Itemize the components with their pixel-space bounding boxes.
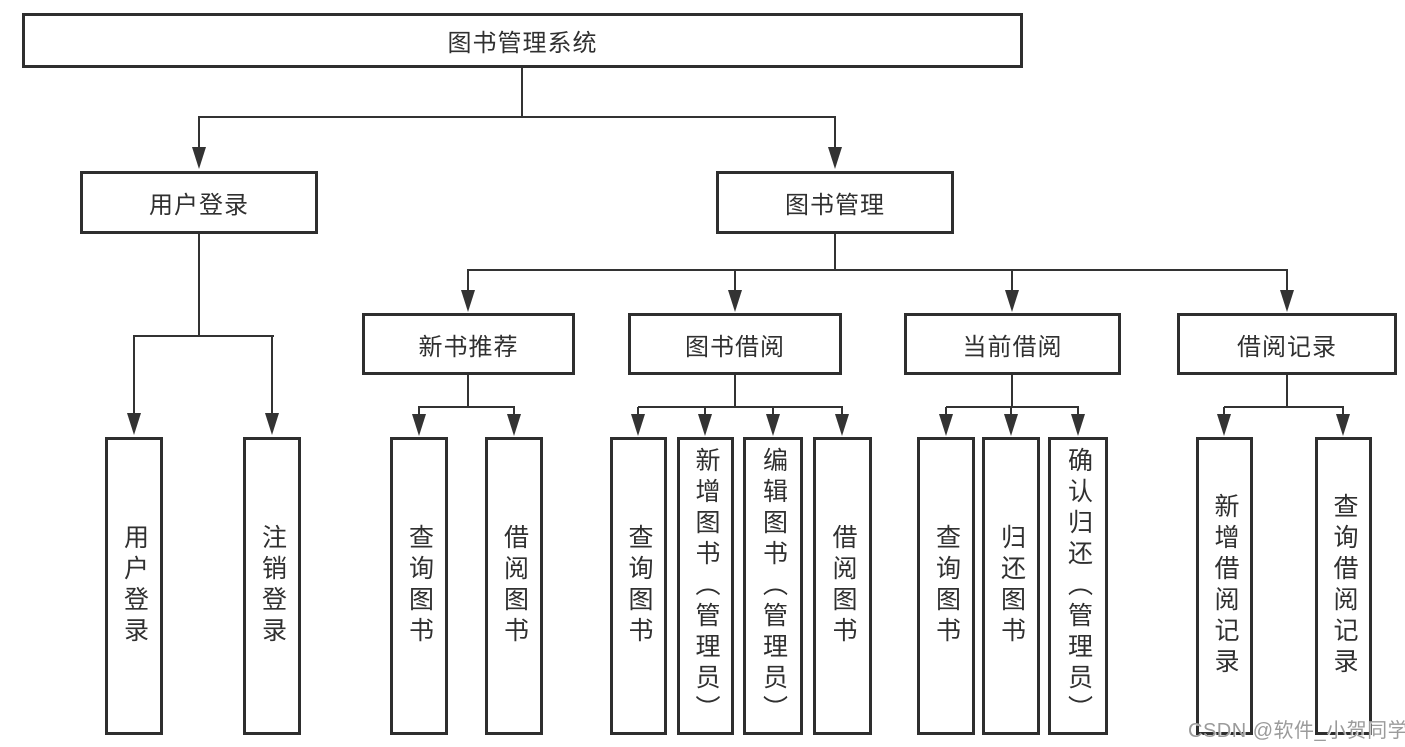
leaf-add-borrow-record-label: 新增借阅记录 <box>1211 493 1239 679</box>
connector-root-arrow-right-shaft <box>834 117 836 149</box>
node-root-label: 图书管理系统 <box>447 30 598 57</box>
leaf-user-login-label: 用户登录 <box>120 524 149 648</box>
arrow-down-icon <box>939 414 953 436</box>
connector-records-hline <box>1224 406 1344 408</box>
connector-root-stem <box>521 68 523 117</box>
arrow-down-icon <box>461 290 475 312</box>
leaf-query-books-1: 查询图书 <box>390 437 448 735</box>
leaf-edit-book-admin: 编辑图书（管理员） <box>743 437 803 735</box>
arrow-down-icon <box>507 414 521 436</box>
connector-bookborrow-arrow3-shaft <box>772 407 774 417</box>
leaf-borrow-books-1-label: 借阅图书 <box>500 524 529 648</box>
node-user-login-label: 用户登录 <box>149 192 249 219</box>
node-book-borrow: 图书借阅 <box>628 313 842 375</box>
leaf-add-borrow-record: 新增借阅记录 <box>1196 437 1253 735</box>
connector-bookborrow-arrow2-shaft <box>704 407 706 417</box>
leaf-query-books-2: 查询图书 <box>610 437 667 735</box>
leaf-borrow-books-1: 借阅图书 <box>485 437 543 735</box>
connector-bookmgmt-arrow3-shaft <box>1011 270 1013 292</box>
node-new-book-recommend-label: 新书推荐 <box>418 333 519 361</box>
connector-records-stem <box>1286 375 1288 407</box>
connector-userlogin-arrow2-shaft <box>271 336 273 415</box>
arrow-down-icon <box>1071 414 1085 436</box>
watermark-text: CSDN @软件_小贺同学 <box>1188 720 1405 742</box>
connector-records-arrow1-shaft <box>1223 407 1225 417</box>
connector-newbook-arrow1-shaft <box>418 407 420 417</box>
connector-currentborrow-stem <box>1011 375 1013 407</box>
arrow-down-icon <box>412 414 426 436</box>
node-new-book-recommend: 新书推荐 <box>362 313 575 375</box>
connector-records-arrow2-shaft <box>1342 407 1344 417</box>
node-current-borrow-label: 当前借阅 <box>962 333 1063 361</box>
node-root: 图书管理系统 <box>22 13 1023 68</box>
arrow-down-icon <box>828 147 842 169</box>
leaf-confirm-return-admin: 确认归还（管理员） <box>1048 437 1108 735</box>
connector-userlogin-arrow1-shaft <box>133 336 135 415</box>
arrow-down-icon <box>698 414 712 436</box>
leaf-query-books-2-label: 查询图书 <box>625 524 653 648</box>
connector-bookborrow-arrow4-shaft <box>841 407 843 417</box>
node-borrow-records-label: 借阅记录 <box>1237 333 1337 361</box>
connector-bookmgmt-stem <box>834 234 836 270</box>
arrow-down-icon <box>1217 414 1231 436</box>
connector-newbook-arrow2-shaft <box>513 407 515 417</box>
connector-bookmgmt-arrow4-shaft <box>1286 270 1288 292</box>
leaf-borrow-books-2: 借阅图书 <box>813 437 872 735</box>
arrow-down-icon <box>766 414 780 436</box>
connector-newbook-stem <box>467 375 469 407</box>
connector-root-arrow-left-shaft <box>198 117 200 149</box>
node-current-borrow: 当前借阅 <box>904 313 1121 375</box>
leaf-borrow-books-2-label: 借阅图书 <box>829 524 857 648</box>
leaf-query-borrow-record: 查询借阅记录 <box>1315 437 1372 735</box>
arrow-down-icon <box>265 413 279 435</box>
leaf-query-borrow-record-label: 查询借阅记录 <box>1330 493 1358 679</box>
connector-currentborrow-hline <box>946 406 1079 408</box>
connector-bookborrow-hline <box>638 406 843 408</box>
leaf-query-books-3: 查询图书 <box>917 437 975 735</box>
connector-currentborrow-arrow2-shaft <box>1010 407 1012 417</box>
connector-userlogin-hline <box>133 335 274 337</box>
arrow-down-icon <box>1005 290 1019 312</box>
connector-currentborrow-arrow1-shaft <box>945 407 947 417</box>
leaf-edit-book-admin-label: 编辑图书（管理员） <box>759 446 788 726</box>
connector-bookmgmt-hline <box>467 269 1288 271</box>
leaf-confirm-return-admin-label: 确认归还（管理员） <box>1064 446 1093 726</box>
arrow-down-icon <box>631 414 645 436</box>
arrow-down-icon <box>1004 414 1018 436</box>
node-book-borrow-label: 图书借阅 <box>685 333 785 361</box>
connector-currentborrow-arrow3-shaft <box>1077 407 1079 417</box>
connector-newbook-hline <box>418 406 515 408</box>
arrow-down-icon <box>835 414 849 436</box>
leaf-return-book-label: 归还图书 <box>997 524 1026 648</box>
leaf-logout: 注销登录 <box>243 437 301 735</box>
connector-bookmgmt-arrow2-shaft <box>734 270 736 292</box>
leaf-return-book: 归还图书 <box>982 437 1040 735</box>
connector-bookborrow-stem <box>734 375 736 407</box>
arrow-down-icon <box>1336 414 1350 436</box>
leaf-query-books-3-label: 查询图书 <box>932 524 961 648</box>
leaf-user-login: 用户登录 <box>105 437 163 735</box>
arrow-down-icon <box>192 147 206 169</box>
connector-userlogin-stem <box>198 234 200 336</box>
leaf-logout-label: 注销登录 <box>258 524 287 648</box>
node-user-login: 用户登录 <box>80 171 318 234</box>
arrow-down-icon <box>728 290 742 312</box>
leaf-query-books-1-label: 查询图书 <box>405 524 434 648</box>
node-book-management-label: 图书管理 <box>785 192 885 219</box>
connector-bookborrow-arrow1-shaft <box>637 407 639 417</box>
node-borrow-records: 借阅记录 <box>1177 313 1397 375</box>
leaf-add-book-admin-label: 新增图书（管理员） <box>692 446 720 726</box>
connector-root-hline <box>198 116 836 118</box>
arrow-down-icon <box>127 413 141 435</box>
leaf-add-book-admin: 新增图书（管理员） <box>677 437 734 735</box>
arrow-down-icon <box>1280 290 1294 312</box>
node-book-management: 图书管理 <box>716 171 954 234</box>
connector-bookmgmt-arrow1-shaft <box>467 270 469 292</box>
